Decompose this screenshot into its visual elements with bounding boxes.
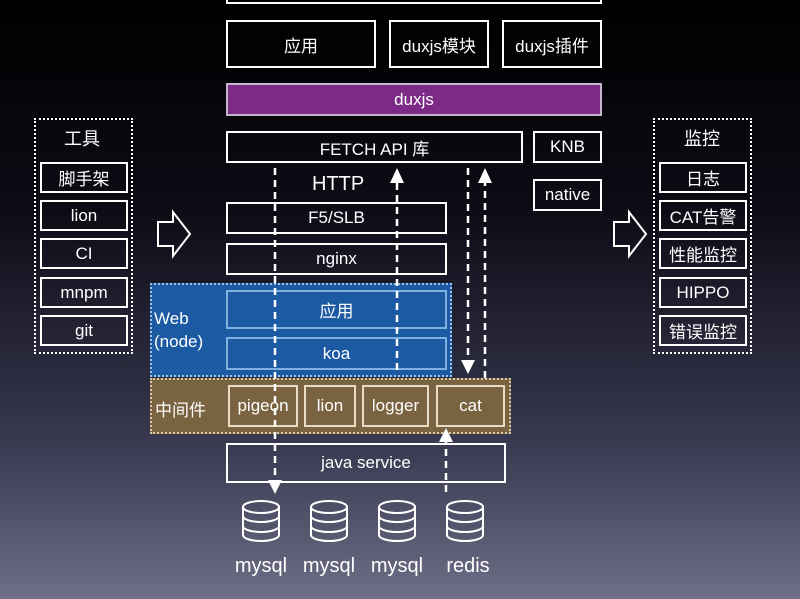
- duxjs-label: duxjs: [394, 89, 434, 109]
- logger-label: logger: [371, 396, 420, 415]
- knb-label: KNB: [550, 137, 585, 156]
- tools-item-scaffold-label: 脚手架: [58, 170, 110, 189]
- monitor-item-hippo: HIPPO: [659, 277, 747, 308]
- pigeon-box: pigeon: [228, 385, 298, 427]
- duxjs-module-box: duxjs模块: [389, 20, 489, 68]
- database-icon-redis: [446, 500, 484, 542]
- koa-box: koa: [226, 337, 447, 370]
- web-label-line1: Web: [154, 309, 189, 328]
- monitor-item-cat-alert: CAT告警: [659, 200, 747, 231]
- monitor-item-log-label: 日志: [686, 170, 720, 189]
- down-arrow-head-cat-icon: [461, 360, 475, 374]
- center-to-monitor-arrow-icon: [613, 209, 648, 259]
- lion-middleware-box: lion: [304, 385, 356, 427]
- up-arrow-head-koa-icon: [390, 168, 404, 183]
- tools-item-lion: lion: [40, 200, 128, 231]
- tools-item-ci-label: CI: [75, 243, 93, 263]
- duxjs-bar: duxjs: [226, 83, 602, 116]
- monitor-item-error: 错误监控: [659, 315, 747, 346]
- database-icon-mysql-2: [310, 500, 348, 542]
- db-label-redis: redis: [446, 555, 490, 577]
- java-service-box: java service: [226, 443, 506, 483]
- up-arrow-head-fetch-icon: [478, 168, 492, 183]
- monitor-item-error-label: 错误监控: [669, 323, 737, 342]
- monitor-item-log: 日志: [659, 162, 747, 193]
- nginx-label: nginx: [316, 249, 357, 268]
- koa-label: koa: [322, 343, 351, 363]
- f5-slb-label: F5/SLB: [308, 208, 365, 227]
- monitor-item-hippo-label: HIPPO: [676, 282, 730, 302]
- db-label-mysql-3: mysql: [370, 555, 424, 577]
- native-box: native: [533, 179, 602, 211]
- tools-panel: [34, 118, 133, 354]
- duxjs-plugin-box: duxjs插件: [502, 20, 602, 68]
- duxjs-plugin-label: duxjs插件: [515, 36, 589, 56]
- monitor-panel: [653, 118, 752, 354]
- tools-to-center-arrow-icon: [157, 209, 192, 259]
- database-icon-mysql-1: [242, 500, 280, 542]
- fetch-api-label: FETCH API 库: [319, 139, 430, 159]
- monitor-item-cat-alert-label: CAT告警: [669, 208, 737, 227]
- pigeon-label: pigeon: [237, 396, 289, 415]
- db-label-mysql-2: mysql: [302, 555, 356, 577]
- web-label-line2: (node): [154, 332, 204, 351]
- monitor-item-performance-label: 性能监控: [669, 246, 737, 265]
- fetch-api-box: FETCH API 库: [226, 131, 523, 163]
- logger-box: logger: [362, 385, 429, 427]
- duxjs-module-label: duxjs模块: [402, 36, 476, 56]
- http-label: HTTP: [312, 173, 365, 195]
- tools-item-git-label: git: [75, 320, 93, 340]
- monitor-item-performance: 性能监控: [659, 238, 747, 269]
- tools-item-mnpm-label: mnpm: [60, 282, 108, 302]
- f5-slb-box: F5/SLB: [226, 202, 447, 234]
- tools-title: 工具: [64, 129, 100, 149]
- monitor-title: 监控: [684, 129, 720, 149]
- java-service-label: java service: [321, 453, 411, 472]
- tools-item-lion-label: lion: [70, 205, 98, 225]
- app-label: 应用: [284, 36, 318, 56]
- tools-item-mnpm: mnpm: [40, 277, 128, 308]
- web-app-label: 应用: [319, 302, 354, 321]
- tools-item-ci: CI: [40, 238, 128, 269]
- app-box: 应用: [226, 20, 376, 68]
- cat-box: cat: [436, 385, 505, 427]
- lion-middleware-label: lion: [316, 396, 344, 415]
- knb-box: KNB: [533, 131, 602, 163]
- cat-label: cat: [459, 396, 482, 415]
- tools-item-scaffold: 脚手架: [40, 162, 128, 193]
- database-icon-mysql-3: [378, 500, 416, 542]
- middleware-label: 中间件: [155, 401, 206, 420]
- tools-item-git: git: [40, 315, 128, 346]
- top-partial-box: [226, 0, 602, 4]
- nginx-box: nginx: [226, 243, 447, 275]
- web-app-box: 应用: [226, 290, 447, 329]
- db-label-mysql-1: mysql: [234, 555, 288, 577]
- native-label: native: [544, 185, 591, 204]
